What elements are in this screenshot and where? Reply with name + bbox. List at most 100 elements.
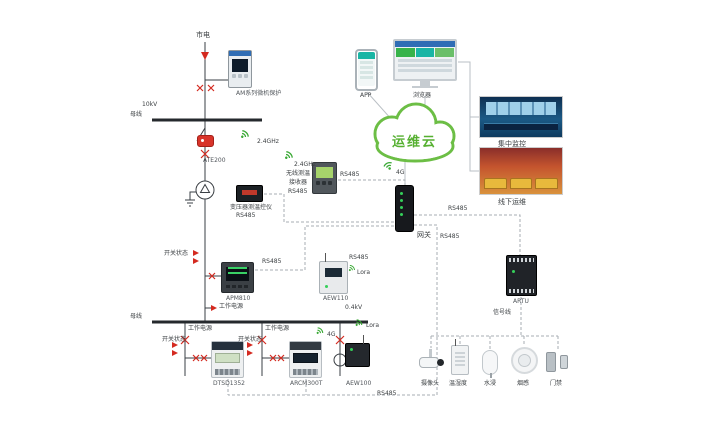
arcm300t-lcd xyxy=(293,353,318,363)
arcm300t-label: ARCM300T xyxy=(290,380,323,387)
transformer-ctrl-label-line1: 变压器测温控仪 xyxy=(230,204,273,211)
aew110-display xyxy=(325,268,342,277)
mains-label: 市电 xyxy=(196,31,210,39)
browser-monitor xyxy=(393,39,457,88)
central-monitoring-label: 集中监控 xyxy=(498,140,526,148)
photo-field-operations xyxy=(479,147,563,195)
artu-led xyxy=(512,270,515,273)
dtsd1352-label: DTSD1352 xyxy=(213,380,245,387)
ate200-led xyxy=(201,139,204,142)
rs485-label-aew110: RS485 xyxy=(349,254,369,261)
monitor-stand xyxy=(420,81,430,86)
relay-display xyxy=(232,59,248,72)
ate200-label: ATE200 xyxy=(203,157,226,164)
busbar-primary-label: 母线 xyxy=(130,111,143,118)
artu-label: ARTU xyxy=(513,298,529,305)
dashboard-tiles xyxy=(395,47,455,57)
door-magnet-switch xyxy=(560,355,568,369)
gateway-device xyxy=(395,185,414,232)
lora-label-aew100: Lora xyxy=(366,322,380,329)
aew110-label: AEW110 xyxy=(323,295,349,302)
dtsd1352-device xyxy=(211,341,244,378)
apm810-display xyxy=(226,267,249,281)
dtsd1352-lcd xyxy=(215,353,240,363)
camera-lens xyxy=(437,359,444,366)
gateway-4g-label: 4G xyxy=(396,169,405,176)
ops-cloud-label: 运维云 xyxy=(392,135,438,150)
artu-device xyxy=(506,255,537,296)
receiver-display xyxy=(316,167,333,178)
switch-status-label-branch1: 开关状态 xyxy=(162,336,187,343)
transformer-temp-controller-device xyxy=(236,185,263,202)
phone-screen xyxy=(358,52,375,86)
door-magnet-bar xyxy=(546,352,556,372)
photo-central-monitoring xyxy=(479,96,563,138)
wireless-temp-receiver-device xyxy=(312,162,337,194)
aew110-antenna xyxy=(325,253,326,262)
temp-vents xyxy=(455,352,465,366)
wifi-icon-arcm-4g xyxy=(310,322,330,342)
apm810-label: APM810 xyxy=(226,295,251,302)
door-magnet-label: 门禁 xyxy=(550,380,563,387)
relay-buttons xyxy=(232,74,248,78)
wifi-icon-aew100-lora xyxy=(349,314,369,334)
busbar-secondary-label: 母线 xyxy=(130,313,143,320)
aew100-label: AEW100 xyxy=(346,380,372,387)
wifi-icon-gateway-4g xyxy=(379,156,398,175)
freq-label-receiver: 2.4GHz xyxy=(294,161,316,168)
water-leak-device xyxy=(482,350,498,378)
receiver-label-line3: RS485 xyxy=(288,188,308,195)
lora-label-aew110: Lora xyxy=(357,269,371,276)
receiver-label-line1: 无线测温 xyxy=(286,170,311,177)
field-operations-label: 线下运维 xyxy=(498,198,526,206)
wifi-icon-aew110-lora xyxy=(342,260,362,280)
rs485-label-receiver: RS485 xyxy=(340,171,360,178)
camera-mount xyxy=(429,349,432,358)
4g-label-arcm: 4G xyxy=(327,331,336,338)
switch-status-label-main: 开关状态 xyxy=(164,250,189,257)
voltage-04kv-label: 0.4kV xyxy=(345,304,363,311)
transformer-ctrl-label-line2: RS485 xyxy=(236,212,256,219)
gateway-label: 网关 xyxy=(417,231,431,239)
rs485-label-gateway-right: RS485 xyxy=(448,205,468,212)
temp-humidity-label: 温湿度 xyxy=(449,380,468,387)
switch-status-label-branch2: 开关状态 xyxy=(238,336,263,343)
camera-device xyxy=(418,349,444,376)
rs485-label-gateway-down: RS485 xyxy=(440,233,460,240)
receiver-label-line2: 接收器 xyxy=(289,179,308,186)
temp-humidity-device xyxy=(451,339,469,375)
monitor-base xyxy=(412,86,438,88)
apm810-keys xyxy=(226,285,249,288)
aew110-device xyxy=(319,253,348,294)
monitor-screen xyxy=(393,39,457,81)
working-power-label-main: 工作电源 xyxy=(219,303,244,310)
water-leak-label: 水浸 xyxy=(484,380,497,387)
app-phone xyxy=(355,49,378,91)
apm810-device xyxy=(221,262,254,293)
wifi-icon-ate200 xyxy=(235,124,255,144)
camera-body xyxy=(419,357,439,368)
protection-relay-device xyxy=(228,50,252,88)
freq-label-ate: 2.4GHz xyxy=(257,138,279,145)
working-power-label-branch2: 工作电源 xyxy=(265,325,290,332)
phone-screen-header xyxy=(358,52,375,59)
rs485-label-apm810: RS485 xyxy=(262,258,282,265)
service-vehicles xyxy=(484,178,559,189)
browser-label: 浏览器 xyxy=(413,92,432,99)
app-label: APP xyxy=(360,92,372,99)
door-magnet-device xyxy=(546,352,571,373)
relay-label: AM系列微机保护 xyxy=(236,90,282,97)
receiver-keys xyxy=(316,181,333,185)
aew100-led xyxy=(350,348,353,351)
working-power-label-branch1: 工作电源 xyxy=(188,325,213,332)
controller-display xyxy=(242,190,257,195)
wifi-icon-receiver xyxy=(279,145,299,165)
ops-cloud xyxy=(373,102,456,163)
dashboard-header xyxy=(395,41,455,47)
operator-desk xyxy=(484,123,558,130)
rs485-label-bottom: RS485 xyxy=(377,390,397,397)
dashboard-rows xyxy=(395,59,455,72)
camera-label: 摄像头 xyxy=(421,380,440,387)
water-probe xyxy=(490,373,492,378)
